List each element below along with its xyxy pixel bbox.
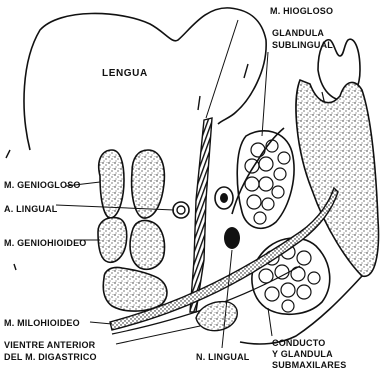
label-digastrico-1: VIENTRE ANTERIOR bbox=[4, 340, 96, 350]
label-digastrico-2: DEL M. DIGASTRICO bbox=[4, 352, 97, 362]
label-arteria-lingual: A. LINGUAL bbox=[4, 204, 58, 214]
geniohyoid-lower bbox=[103, 267, 167, 311]
geniohyoid-left bbox=[98, 218, 127, 263]
label-geniohioideo: M. GENIOHIOIDEO bbox=[4, 238, 87, 248]
submaxillary-gland bbox=[252, 238, 330, 314]
leader-hiogloso bbox=[206, 20, 238, 118]
lingual-vein-inner bbox=[220, 193, 228, 203]
lingual-artery-inner bbox=[177, 206, 185, 214]
geniohyoid-center bbox=[130, 220, 164, 269]
hyoglossus-muscle bbox=[190, 118, 212, 312]
label-sublingual-2: SUBLINGUAL bbox=[272, 40, 333, 50]
label-milohioideo: M. MILOHIOIDEO bbox=[4, 318, 80, 328]
label-hiogloso: M. HIOGLOSO bbox=[270, 6, 333, 16]
label-submaxilar-3: SUBMAXILARES bbox=[272, 360, 346, 370]
label-nervio-lingual: N. LINGUAL bbox=[196, 352, 250, 362]
digastric-anterior-belly bbox=[196, 302, 237, 331]
leader-milohioideo bbox=[90, 322, 112, 324]
label-lengua: LENGUA bbox=[102, 68, 148, 79]
label-submaxilar-2: Y GLANDULA bbox=[272, 349, 333, 359]
label-sublingual-1: GLANDULA bbox=[272, 28, 324, 38]
leader-digastrico bbox=[116, 326, 200, 344]
label-submaxilar-1: CONDUCTO bbox=[272, 338, 325, 348]
genioglossus-right bbox=[132, 150, 165, 218]
leader-submaxilar bbox=[268, 308, 272, 336]
label-geniogloso: M. GENIOGLOSO bbox=[4, 180, 81, 190]
lingual-nerve bbox=[224, 227, 240, 249]
